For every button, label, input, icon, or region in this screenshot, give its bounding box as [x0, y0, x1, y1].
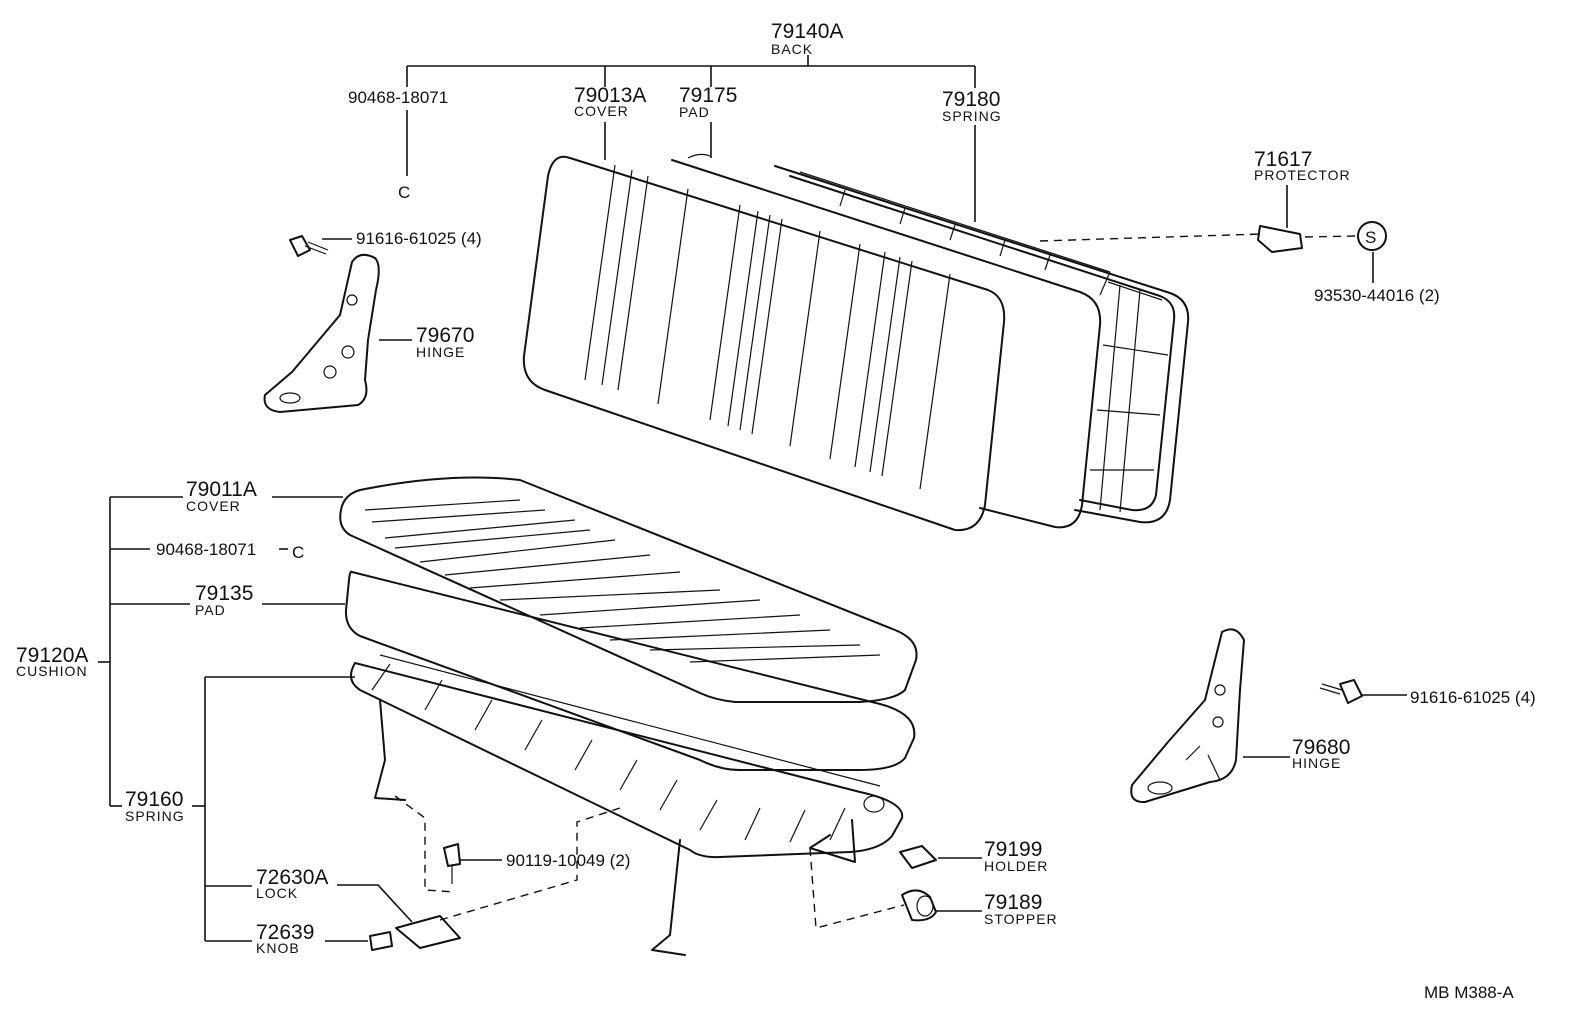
stopper-name: STOPPER — [984, 911, 1058, 927]
hinge-right-name: HINGE — [1292, 755, 1341, 771]
cushion-pad-name: PAD — [195, 602, 226, 618]
cushion-clip-number: 90468-18071 — [156, 540, 256, 559]
hinge-right — [1130, 628, 1245, 804]
protector-number: 71617 — [1254, 148, 1312, 171]
knob-part — [369, 931, 393, 951]
cushion-name: CUSHION — [16, 663, 88, 679]
cushion-cover-number: 79011A — [186, 478, 257, 501]
stopper-number: 79189 — [984, 891, 1042, 914]
cushion-spring-number: 79160 — [125, 788, 183, 811]
back-number: 79140A — [771, 20, 843, 43]
holder-number: 79199 — [984, 838, 1042, 861]
bolt-right — [1319, 679, 1363, 704]
cushion-pad — [344, 570, 916, 771]
back-pad-name: PAD — [679, 104, 710, 120]
svg-text:C: C — [292, 543, 304, 562]
back-spring-frame — [774, 165, 1190, 524]
svg-text:S: S — [1365, 228, 1376, 247]
back-pad-number: 79175 — [679, 84, 737, 107]
cushion-pad-number: 79135 — [195, 582, 253, 605]
labels: 79140A BACK 90468-18071 79013A COVER 791… — [16, 20, 1536, 1002]
hinge-left-name: HINGE — [416, 344, 465, 360]
hinge-left-number: 79670 — [416, 324, 474, 347]
back-pad — [671, 153, 1102, 529]
clip-glyphs: C C — [292, 183, 410, 562]
protector-part — [1257, 225, 1303, 253]
cushion-spring-frame — [350, 654, 904, 956]
hinge-bolt-right-number: 91616-61025 (4) — [1410, 688, 1536, 707]
hinge-bolt-left-number: 91616-61025 (4) — [356, 229, 482, 248]
back-spring-name: SPRING — [942, 108, 1002, 124]
hinge-right-number: 79680 — [1292, 736, 1350, 759]
cushion-spring-name: SPRING — [125, 808, 185, 824]
back-cover-name: COVER — [574, 103, 629, 119]
svg-text:C: C — [398, 183, 410, 202]
protector-screw-symbol: S — [1357, 221, 1387, 251]
back-cover — [522, 155, 1006, 532]
protector-screw-number: 93530-44016 (2) — [1314, 286, 1440, 305]
bolt-left — [289, 235, 329, 257]
holder-part — [899, 845, 937, 869]
back-cover-number: 79013A — [574, 84, 646, 107]
back-spring-number: 79180 — [942, 88, 1000, 111]
back-name: BACK — [771, 41, 813, 57]
lock-name: LOCK — [256, 885, 298, 901]
lock-bolt-number: 90119-10049 (2) — [506, 851, 630, 870]
lock-number: 72630A — [256, 866, 328, 889]
lock-bolt-part — [443, 843, 461, 884]
stopper-part — [901, 889, 937, 922]
knob-number: 72639 — [256, 921, 314, 944]
leader-lines — [98, 55, 1407, 942]
drawing-code: MB M388-A — [1424, 983, 1514, 1002]
holder-name: HOLDER — [984, 858, 1048, 874]
cushion-cover-name: COVER — [186, 498, 241, 514]
knob-name: KNOB — [256, 940, 300, 956]
protector-name: PROTECTOR — [1254, 167, 1351, 183]
cushion-number: 79120A — [16, 644, 88, 667]
back-clip-number: 90468-18071 — [348, 88, 448, 107]
hinge-left — [263, 253, 380, 413]
cushion-cover — [339, 476, 918, 703]
lock-part — [395, 915, 461, 949]
